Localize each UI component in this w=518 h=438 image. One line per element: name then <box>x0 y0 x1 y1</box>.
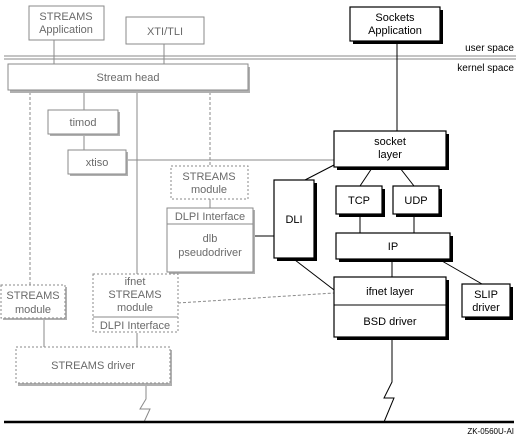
dlpi-interface-label: DLPI Interface <box>175 211 245 223</box>
streams-driver-box: STREAMS driver <box>15 346 172 386</box>
svg-text:Stream head: Stream head <box>97 72 160 84</box>
svg-text:module: module <box>191 184 227 196</box>
svg-text:TCP: TCP <box>348 195 370 207</box>
timod-box: timod <box>47 109 120 136</box>
svg-text:socket: socket <box>374 136 406 148</box>
svg-text:DLI: DLI <box>285 214 302 226</box>
svg-text:XTI/TLI: XTI/TLI <box>147 26 183 38</box>
svg-text:IP: IP <box>388 241 398 253</box>
dli-box: DLI <box>273 179 317 261</box>
svg-text:layer: layer <box>378 149 402 161</box>
ip-box: IP <box>335 232 453 262</box>
tcp-box: TCP <box>335 185 385 217</box>
udp-box: UDP <box>392 185 442 217</box>
svg-text:STREAMS: STREAMS <box>6 290 59 302</box>
streams-module-mid-box: STREAMS module <box>170 165 249 200</box>
connector-lines <box>29 40 483 423</box>
svg-text:STREAMS: STREAMS <box>39 11 92 23</box>
streams-application-box: STREAMS Application <box>28 5 105 41</box>
svg-text:STREAMS: STREAMS <box>182 171 235 183</box>
xtiso-box: xtiso <box>67 149 128 176</box>
svg-text:dlb: dlb <box>203 233 218 245</box>
svg-text:module: module <box>15 304 51 316</box>
svg-text:Sockets: Sockets <box>375 12 415 24</box>
xti-tli-box: XTI/TLI <box>125 16 205 45</box>
svg-text:module: module <box>117 302 153 314</box>
figure-id: ZK-0560U-AI <box>467 427 514 436</box>
ifnet-layer-label: ifnet layer <box>366 286 414 298</box>
svg-text:Application: Application <box>368 25 422 37</box>
kernel-space-label: kernel space <box>457 63 514 74</box>
svg-text:UDP: UDP <box>404 195 427 207</box>
stream-head-box: Stream head <box>7 63 250 93</box>
sockets-application-box: Sockets Application <box>349 6 443 44</box>
svg-text:STREAMS: STREAMS <box>108 289 161 301</box>
dlpi-dlb-pseudodriver-box: DLPI Interface dlb pseudodriver <box>166 207 255 274</box>
dlpi-interface-lower-label: DLPI Interface <box>100 320 170 332</box>
svg-text:xtiso: xtiso <box>86 157 109 169</box>
svg-text:STREAMS driver: STREAMS driver <box>51 360 135 372</box>
slip-driver-box: SLIP driver <box>461 283 513 320</box>
svg-text:driver: driver <box>472 302 500 314</box>
svg-text:Application: Application <box>39 24 93 36</box>
streams-module-left-box: STREAMS module <box>0 284 67 320</box>
user-space-label: user space <box>465 43 514 54</box>
svg-text:SLIP: SLIP <box>474 289 498 301</box>
ifnet-streams-module-box: ifnet STREAMS module DLPI Interface <box>92 273 179 333</box>
svg-text:pseudodriver: pseudodriver <box>178 247 242 259</box>
svg-text:timod: timod <box>70 117 97 129</box>
socket-layer-box: socket layer <box>333 130 449 170</box>
bsd-driver-label: BSD driver <box>363 316 417 328</box>
ifnet-bsd-driver-box: ifnet layer BSD driver <box>333 276 449 340</box>
svg-text:ifnet: ifnet <box>125 276 146 288</box>
